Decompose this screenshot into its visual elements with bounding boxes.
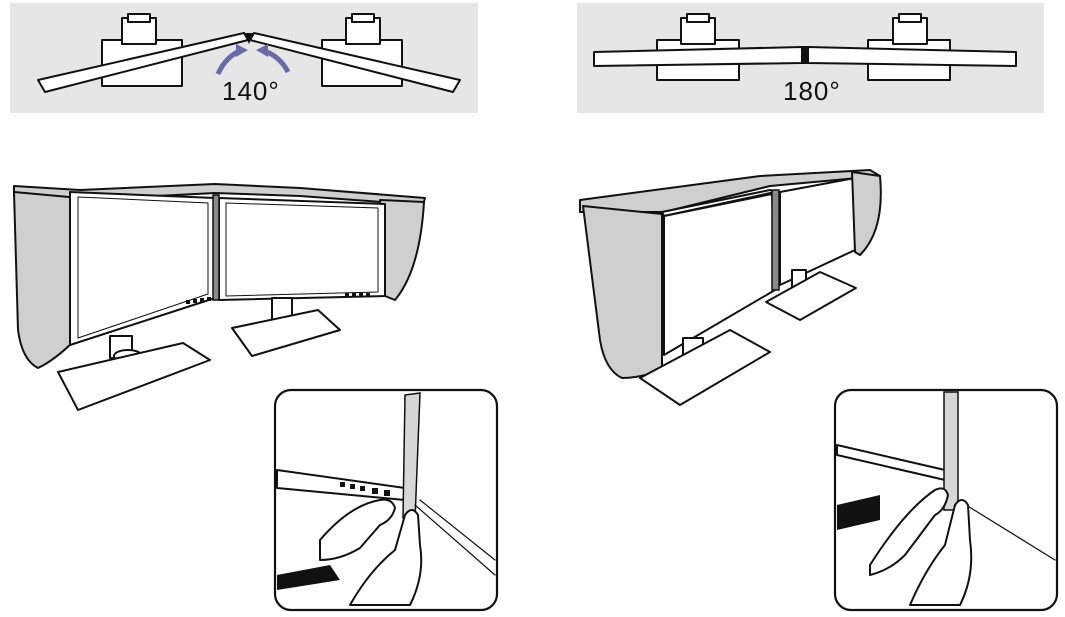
right-hand — [349, 509, 423, 606]
right-screen-inner — [225, 202, 379, 297]
top-view-140-monitors — [37, 13, 461, 93]
right-stand-base — [231, 309, 341, 357]
inset-right-edge-180 — [957, 499, 1056, 561]
right-stand-top-180 — [898, 13, 922, 23]
inset-stand-base — [277, 565, 340, 590]
top-view-180-monitors — [593, 13, 1017, 81]
left-stand-top — [127, 13, 151, 23]
left-hand — [319, 498, 396, 561]
right-hand-180 — [909, 499, 973, 606]
inset-stand-180 — [837, 495, 880, 530]
inset-hands-180 — [833, 388, 1059, 612]
hood-divider-180 — [771, 189, 780, 291]
right-stand-base-180 — [765, 271, 857, 321]
right-arrow-head — [256, 44, 268, 57]
right-screen — [218, 197, 386, 301]
monitor-junction — [244, 33, 254, 44]
control-buttons — [186, 293, 370, 304]
inset-right-edge — [414, 504, 496, 576]
inset-right-edge2 — [419, 499, 496, 561]
left-stand-base-180 — [639, 329, 771, 406]
right-monitor-top-180 — [807, 46, 1017, 67]
hooded-monitors-180 — [579, 169, 882, 406]
left-screen-inner — [77, 196, 209, 339]
angle-140-label: 140° — [222, 76, 280, 106]
inset-buttons — [340, 482, 390, 496]
left-stand-top-180 — [686, 13, 710, 23]
right-stand-top — [351, 13, 375, 23]
left-hood-front-180 — [582, 205, 663, 379]
left-screen-180 — [663, 193, 776, 356]
hooded-monitors-140 — [13, 183, 426, 411]
inset-hands-140 — [273, 388, 499, 612]
monitor-junction-180 — [802, 46, 808, 64]
left-stand-base — [57, 342, 211, 411]
left-hand-180 — [869, 487, 949, 576]
left-monitor-top-180 — [593, 46, 803, 67]
right-hood-side — [379, 199, 425, 301]
right-hood-side-180 — [851, 171, 882, 256]
left-screen — [69, 191, 216, 346]
hood-divider — [212, 194, 220, 301]
left-arrow-head — [236, 44, 248, 57]
angle-180-label: 180° — [783, 76, 841, 106]
right-screen-180 — [779, 177, 856, 286]
